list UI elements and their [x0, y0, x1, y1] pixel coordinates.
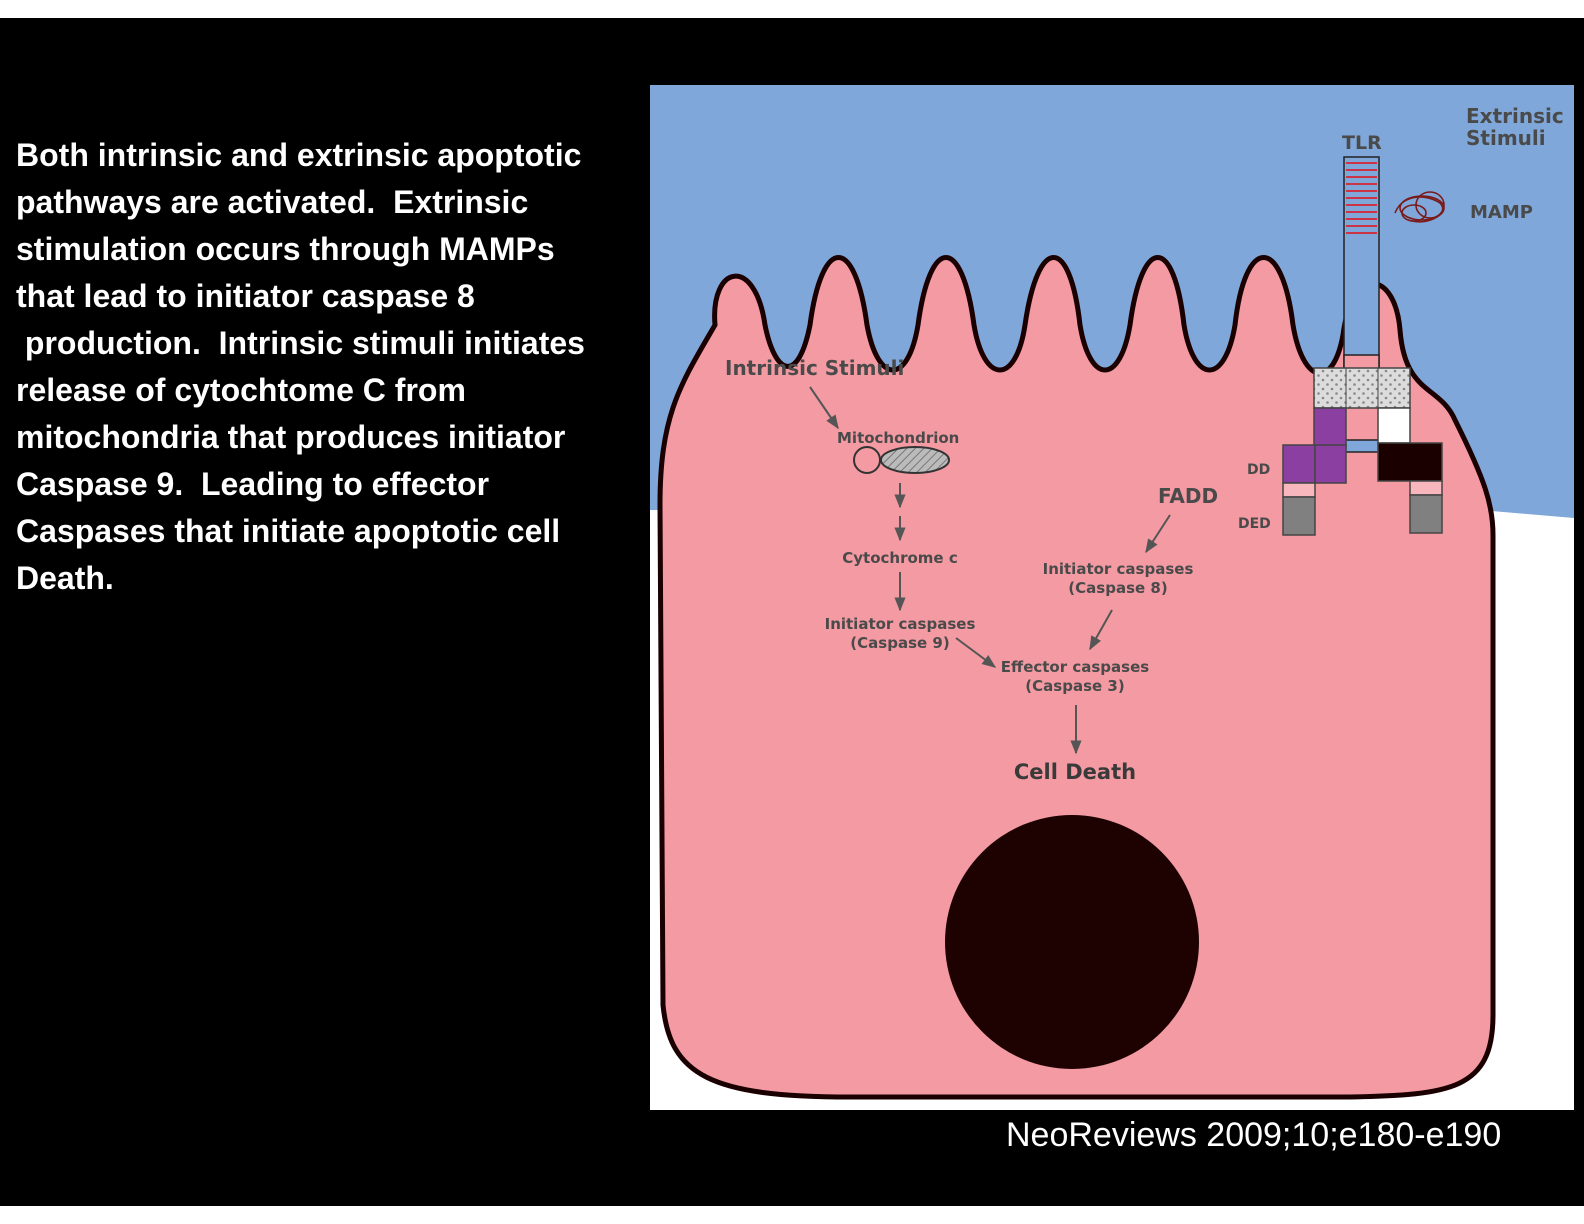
body-line: mitochondria that produces initiator	[16, 419, 566, 455]
mitochondrion-icon	[880, 446, 950, 474]
effector-caspases-label: (Caspase 3)	[1025, 677, 1124, 695]
mitochondrion-label: Mitochondrion	[837, 429, 959, 447]
initiator-caspase8-label: (Caspase 8)	[1068, 579, 1167, 597]
mamp-label: MAMP	[1470, 202, 1533, 223]
body-line: stimulation occurs through MAMPs	[16, 231, 555, 267]
effector-caspases-label: Effector caspases	[1001, 658, 1149, 676]
initiator-caspase8-label: Initiator caspases	[1043, 560, 1194, 578]
body-line: Caspase 9. Leading to effector	[16, 466, 490, 502]
dd-label: DD	[1247, 462, 1270, 478]
pathway-arrows	[809, 386, 1171, 755]
white-block	[1377, 407, 1411, 444]
extrinsic-stimuli-label: Stimuli	[1466, 126, 1546, 150]
purple-block-mid	[1314, 444, 1347, 484]
nucleus	[945, 815, 1199, 1069]
pink-linker-left	[1282, 482, 1316, 498]
dark-block	[1377, 442, 1443, 482]
apoptosis-diagram: Extrinsic Stimuli TLR MAMP Intrinsic Sti…	[650, 85, 1574, 1110]
fadd-label: FADD	[1158, 484, 1218, 508]
body-line: production. Intrinsic stimuli initiates	[16, 325, 585, 361]
cell-death-label: Cell Death	[1014, 760, 1136, 784]
slide-body-text: Both intrinsic and extrinsic apoptotic p…	[16, 132, 636, 602]
ded-label: DED	[1238, 516, 1271, 532]
tir-domain-block	[1313, 367, 1411, 409]
initiator-caspase9-label: (Caspase 9)	[850, 634, 949, 652]
body-line: that lead to initiator caspase 8	[16, 278, 475, 314]
mamp-icon	[1394, 191, 1445, 223]
tlr-stripes	[1346, 162, 1377, 234]
ded-block-right	[1409, 494, 1443, 534]
body-line: Caspases that initiate apoptotic cell	[16, 513, 561, 549]
cytochrome-c-label: Cytochrome c	[842, 549, 957, 567]
purple-block-lower	[1282, 444, 1316, 484]
citation: NeoReviews 2009;10;e180-e190	[1006, 1116, 1502, 1154]
tlr-label: TLR	[1342, 132, 1382, 154]
pink-linker-right	[1409, 480, 1443, 496]
purple-block-upper	[1313, 407, 1347, 449]
initiator-caspase9-label: Initiator caspases	[825, 615, 976, 633]
body-line: release of cytochtome C from	[16, 372, 466, 408]
ded-block-left	[1282, 496, 1316, 536]
intrinsic-stimuli-label: Intrinsic Stimuli	[725, 356, 904, 380]
body-line: Death.	[16, 560, 114, 596]
body-line: Both intrinsic and extrinsic apoptotic	[16, 137, 582, 173]
extrinsic-stimuli-label: Extrinsic	[1466, 104, 1564, 128]
body-line: pathways are activated. Extrinsic	[16, 184, 529, 220]
